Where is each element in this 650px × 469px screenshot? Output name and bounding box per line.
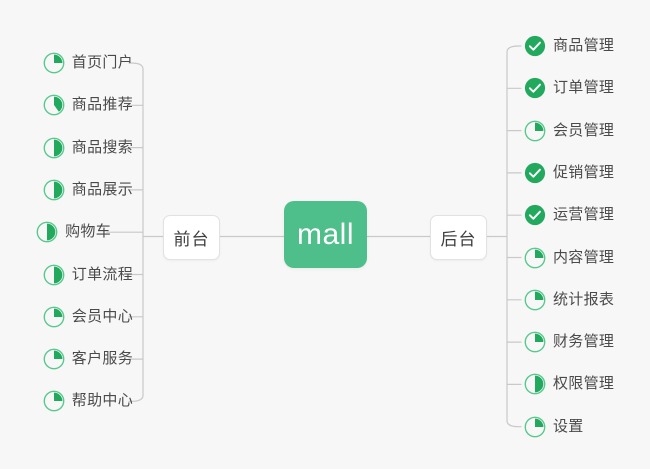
pie-progress-icon — [43, 390, 65, 412]
progress-wedge — [53, 54, 63, 63]
progress-wedge — [535, 122, 544, 131]
leaf-node[interactable]: 会员管理 — [524, 117, 650, 145]
check-circle-icon — [524, 162, 546, 183]
leaf-node[interactable]: 会员中心 — [0, 303, 133, 331]
leaf-node-label: 运营管理 — [553, 206, 615, 224]
leaf-node-label: 会员管理 — [553, 121, 615, 139]
progress-wedge — [53, 96, 63, 113]
progress-wedge — [535, 333, 544, 343]
progress-wedge — [53, 181, 63, 199]
pie-progress-icon — [43, 348, 65, 370]
leaf-node-label: 订单管理 — [553, 79, 615, 97]
leaf-connector — [506, 45, 522, 53]
leaf-node[interactable]: 商品推荐 — [0, 91, 133, 119]
leaf-node-label: 统计报表 — [553, 290, 615, 308]
leaf-node-label: 商品推荐 — [71, 96, 133, 114]
progress-wedge — [53, 393, 63, 402]
check-circle-icon — [524, 205, 546, 226]
leaf-connector — [506, 420, 522, 428]
leaf-node-label: 商品搜索 — [71, 138, 133, 156]
leaf-node[interactable]: 促销管理 — [524, 159, 650, 187]
pie-progress-icon — [43, 306, 65, 328]
leaf-node-label: 帮助中心 — [71, 392, 133, 410]
leaf-node-label: 商品展示 — [71, 180, 133, 198]
branch-node-frontend[interactable]: 前台 — [163, 215, 220, 260]
leaf-node[interactable]: 购物车 — [0, 218, 111, 246]
leaf-node[interactable]: 订单管理 — [524, 74, 650, 102]
check-circle-icon — [524, 35, 546, 57]
progress-wedge — [53, 266, 63, 283]
leaf-node[interactable]: 商品管理 — [524, 32, 650, 60]
half-circle-icon — [43, 179, 65, 201]
leaf-node[interactable]: 权限管理 — [524, 370, 650, 398]
leaf-node[interactable]: 内容管理 — [524, 244, 650, 272]
pie-progress-icon — [524, 416, 546, 438]
progress-wedge — [535, 376, 544, 393]
leaf-node-label: 首页门户 — [71, 54, 133, 71]
progress-wedge — [53, 139, 63, 156]
half-circle-icon — [43, 137, 65, 158]
progress-wedge — [53, 308, 63, 317]
pie-progress-icon — [524, 331, 546, 353]
progress-wedge — [535, 291, 544, 300]
leaf-node-label: 设置 — [553, 417, 584, 435]
branch-node-backend-label: 后台 — [440, 230, 477, 249]
leaf-node-label: 促销管理 — [553, 163, 615, 181]
check-circle-icon — [524, 78, 546, 99]
branch-node-backend[interactable]: 后台 — [430, 215, 487, 260]
leaf-node-label: 商品管理 — [553, 37, 615, 54]
progress-wedge — [47, 223, 56, 241]
branch-node-frontend-label: 前台 — [173, 230, 210, 249]
pie-progress-icon — [524, 247, 546, 268]
half-circle-icon — [524, 373, 546, 395]
pie-progress-icon — [524, 289, 546, 311]
leaf-node-label: 内容管理 — [553, 248, 615, 266]
progress-wedge — [535, 249, 544, 258]
leaf-node-label: 订单流程 — [71, 265, 133, 283]
leaf-node[interactable]: 商品搜索 — [0, 134, 133, 162]
leaf-node[interactable]: 帮助中心 — [0, 387, 133, 415]
leaf-node[interactable]: 财务管理 — [524, 328, 650, 356]
leaf-node-label: 会员中心 — [71, 307, 133, 325]
pie-progress-icon — [43, 94, 65, 116]
root-node-mall[interactable]: mall — [284, 201, 367, 268]
half-circle-icon — [43, 264, 65, 285]
leaf-node-label: 权限管理 — [553, 375, 615, 393]
leaf-node[interactable]: 首页门户 — [0, 49, 133, 77]
leaf-node[interactable]: 统计报表 — [524, 286, 650, 314]
progress-wedge — [535, 418, 544, 427]
leaf-node-label: 客户服务 — [71, 350, 133, 368]
leaf-node[interactable]: 客户服务 — [0, 345, 133, 373]
progress-wedge — [53, 350, 63, 360]
leaf-node[interactable]: 商品展示 — [0, 176, 133, 204]
half-circle-icon — [36, 221, 58, 243]
leaf-node[interactable]: 订单流程 — [0, 261, 133, 289]
leaf-node[interactable]: 运营管理 — [524, 201, 650, 229]
leaf-node[interactable]: 设置 — [524, 413, 650, 441]
leaf-node-label: 购物车 — [65, 223, 111, 241]
root-node-label: mall — [296, 217, 354, 251]
pie-progress-icon — [524, 120, 546, 141]
pie-progress-icon — [43, 52, 65, 74]
leaf-node-label: 财务管理 — [553, 333, 615, 351]
